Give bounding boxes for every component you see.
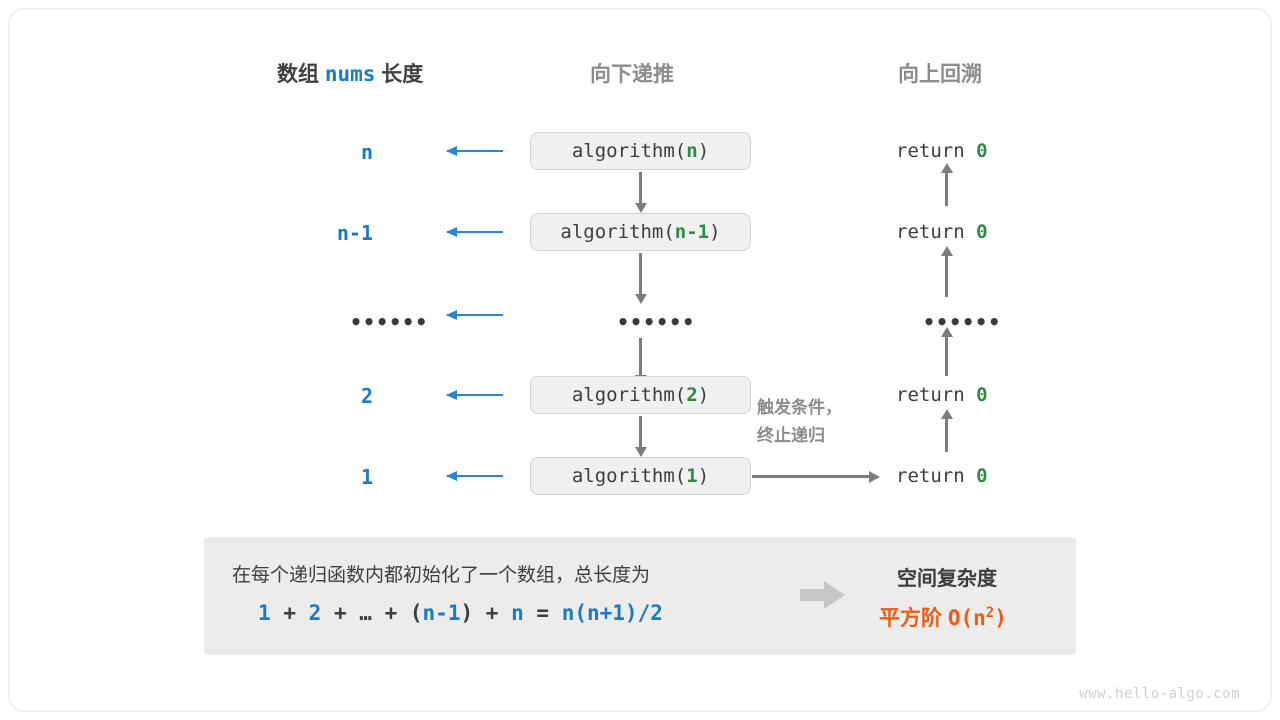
return-keyword-row-4: return: [896, 384, 965, 406]
down-arrow-4-to-5: [634, 416, 647, 457]
call-label-row-2-suffix: ): [709, 221, 721, 243]
space-complexity-label: 平方阶: [879, 607, 942, 630]
length-value-row-3-ellipsis: ••••••: [350, 310, 429, 334]
formula-paren-open: (: [409, 601, 423, 625]
return-label-row-2: return 0: [896, 221, 988, 243]
call-label-row-1-prefix: algorithm(: [571, 140, 687, 162]
call-arg-row-1: n: [686, 140, 698, 162]
header-array-length: 数组 nums 长度: [277, 58, 423, 88]
assign-arrow-row-1: [446, 146, 503, 156]
call-box-row-2: algorithm(n-1): [530, 213, 751, 251]
call-box-row-5: algorithm(1): [530, 457, 751, 495]
return-value-row-4: 0: [976, 384, 988, 406]
header-array-prefix: 数组: [277, 63, 319, 86]
call-label-row-1-suffix: ): [697, 140, 710, 162]
assign-arrow-row-4: [446, 390, 503, 400]
summary-description: 在每个递归函数内都初始化了一个数组，总长度为: [232, 565, 651, 586]
assign-arrow-row-2: [446, 227, 503, 237]
big-o-suffix: ): [994, 606, 1007, 630]
header-backtrack-up: 向上回溯: [898, 63, 982, 86]
call-box-row-1: algorithm(n): [530, 132, 751, 170]
call-ellipsis-row-3: ••••••: [617, 310, 696, 334]
length-value-row-1: n: [360, 140, 373, 164]
up-arrow-5-to-4: [940, 409, 953, 452]
big-o-prefix: O(n: [947, 606, 986, 630]
right-arrow-icon: [800, 581, 845, 609]
return-ellipsis-row-3: ••••••: [923, 310, 1002, 334]
terminate-arrow: [752, 470, 880, 483]
formula-term-2: 2: [308, 601, 322, 625]
call-arg-row-5: 1: [686, 465, 698, 487]
header-array-suffix: 长度: [381, 63, 424, 86]
return-keyword-row-5: return: [896, 465, 965, 487]
terminate-note: 触发条件， 终止递归: [757, 394, 842, 450]
call-arg-row-2: n-1: [674, 221, 710, 243]
return-value-row-5: 0: [976, 465, 988, 487]
formula-equals: =: [536, 601, 550, 625]
space-complexity-notation: O(n2): [947, 605, 1007, 630]
assign-arrow-row-3: [446, 310, 503, 320]
watermark: www.hello-algo.com: [1079, 686, 1240, 702]
formula-op-3: +: [384, 601, 398, 625]
terminate-note-line-2: 终止递归: [757, 426, 825, 445]
up-arrow-2-to-1: [940, 163, 953, 206]
down-arrow-dots-to-3: [634, 338, 647, 385]
call-label-row-5-suffix: ): [697, 465, 710, 487]
return-keyword-row-2: return: [896, 221, 965, 243]
length-value-row-4: 2: [360, 384, 373, 408]
length-value-row-2: n-1: [336, 221, 373, 245]
formula-term-4: n-1: [422, 601, 461, 625]
length-value-row-5: 1: [360, 465, 373, 489]
return-label-row-5: return 0: [896, 465, 988, 487]
return-value-row-1: 0: [976, 140, 988, 162]
summary-panel: [204, 537, 1076, 655]
return-label-row-1: return 0: [896, 140, 988, 162]
return-value-row-2: 0: [976, 221, 988, 243]
return-keyword-row-1: return: [896, 140, 965, 162]
formula-term-1: 1: [258, 601, 271, 625]
formula-paren-close: ): [460, 601, 474, 625]
down-arrow-2-to-dots: [634, 253, 647, 304]
call-box-row-4: algorithm(2): [530, 376, 751, 414]
formula-ellipsis: …: [359, 601, 372, 625]
down-arrow-1-to-2: [634, 172, 647, 213]
call-label-row-5-prefix: algorithm(: [571, 465, 687, 487]
formula-op-1: +: [283, 601, 296, 625]
up-arrow-3-to-dots: [940, 327, 953, 376]
call-label-row-2-prefix: algorithm(: [560, 221, 675, 243]
formula-op-2: +: [333, 601, 347, 625]
return-label-row-4: return 0: [896, 384, 988, 406]
space-complexity-value: 平方阶 O(n2): [879, 602, 1007, 632]
call-arg-row-4: 2: [686, 384, 698, 406]
assign-arrow-row-5: [446, 471, 503, 481]
big-o-exponent: 2: [985, 605, 995, 621]
space-complexity-title: 空间复杂度: [897, 568, 997, 590]
header-recurse-down: 向下递推: [590, 63, 674, 86]
formula-term-5: n: [511, 601, 524, 625]
formula-op-4: +: [485, 601, 499, 625]
call-label-row-4-prefix: algorithm(: [571, 384, 687, 406]
call-label-row-4-suffix: ): [697, 384, 710, 406]
terminate-note-line-1: 触发条件，: [757, 398, 842, 417]
formula-result: n(n+1)/2: [561, 601, 663, 625]
header-array-name: nums: [324, 62, 376, 86]
summary-formula: 1 + 2 + … + (n-1) + n = n(n+1)/2: [258, 601, 663, 625]
up-arrow-dots-to-2: [940, 246, 953, 297]
